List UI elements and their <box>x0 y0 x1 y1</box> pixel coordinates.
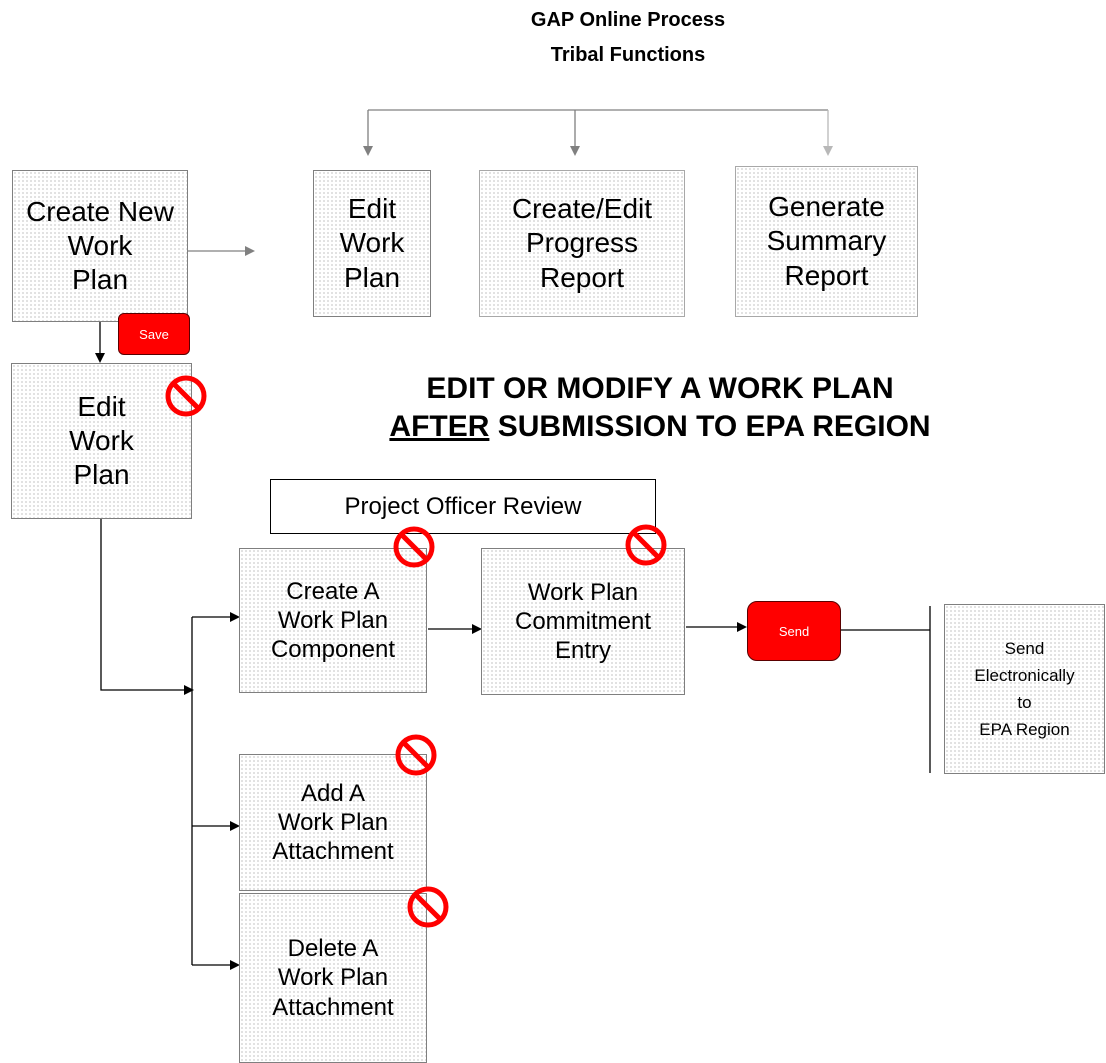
edit-work-plan-box[interactable]: Edit Work Plan <box>11 363 192 519</box>
box-line: Work Plan <box>277 606 389 634</box>
send-electronically-box[interactable]: Send Electronically to EPA Region <box>944 604 1105 774</box>
delete-work-plan-attachment-box[interactable]: Delete A Work Plan Attachment <box>239 893 427 1063</box>
box-line: Work Plan <box>277 964 389 992</box>
box-line: Entry <box>554 637 611 665</box>
box-line: Work Plan <box>527 578 639 606</box>
box-line: Work <box>339 227 405 259</box>
no-entry-icon <box>407 886 449 928</box>
box-line: Component <box>270 636 396 664</box>
no-entry-icon <box>165 375 207 417</box>
box-line: Work <box>67 229 133 261</box>
edit-work-plan-box-top[interactable]: Edit Work Plan <box>313 170 431 317</box>
section-heading: EDIT OR MODIFY A WORK PLAN AFTER SUBMISS… <box>270 372 1050 444</box>
diagram-subtitle: Tribal Functions <box>550 44 706 66</box>
box-line: Generate <box>768 191 885 223</box>
no-entry-icon <box>395 734 437 776</box>
box-line: Edit <box>77 390 126 422</box>
box-line: EPA Region <box>979 720 1070 740</box>
box-line: Add A <box>300 779 366 807</box>
box-line: Attachment <box>272 838 394 866</box>
box-line: Commitment <box>514 607 652 635</box>
box-line: Report <box>784 259 869 291</box>
box-line: Electronically <box>974 665 1075 685</box>
heading-rest: SUBMISSION TO EPA REGION <box>489 410 931 443</box>
heading-after: AFTER <box>389 410 490 443</box>
box-line: Summary <box>766 225 887 257</box>
create-work-plan-component-box[interactable]: Create A Work Plan Component <box>239 548 427 693</box>
box-line: Create New <box>26 195 174 227</box>
box-line: Plan <box>73 459 130 491</box>
project-officer-review-label: Project Officer Review <box>270 479 656 534</box>
summary-report-box[interactable]: Generate Summary Report <box>735 166 918 317</box>
box-line: Report <box>539 261 625 293</box>
box-line: Attachment <box>272 993 394 1021</box>
heading-line-2: AFTER SUBMISSION TO EPA REGION <box>270 410 1050 444</box>
box-line: Edit <box>347 193 397 225</box>
save-button[interactable]: Save <box>118 313 190 355</box>
send-button[interactable]: Send <box>747 601 841 661</box>
box-line: Progress <box>525 227 639 259</box>
box-line: Work <box>69 424 134 456</box>
no-entry-icon <box>625 524 667 566</box>
progress-report-box[interactable]: Create/Edit Progress Report <box>479 170 685 317</box>
diagram-title: GAP Online Process <box>530 9 726 31</box>
add-work-plan-attachment-box[interactable]: Add A Work Plan Attachment <box>239 754 427 891</box>
box-line: to <box>1017 693 1032 712</box>
work-plan-commitment-entry-box[interactable]: Work Plan Commitment Entry <box>481 548 685 695</box>
box-line: Plan <box>343 261 401 293</box>
box-line: Work Plan <box>277 808 389 836</box>
box-line: Plan <box>71 264 129 296</box>
box-line: Delete A <box>287 935 379 963</box>
box-line: Create A <box>286 577 380 605</box>
heading-line-1: EDIT OR MODIFY A WORK PLAN <box>426 372 894 405</box>
no-entry-icon <box>393 526 435 568</box>
create-new-work-plan-box[interactable]: Create New Work Plan <box>12 170 188 322</box>
box-line: Send <box>1004 638 1045 658</box>
box-line: Create/Edit <box>511 193 653 225</box>
